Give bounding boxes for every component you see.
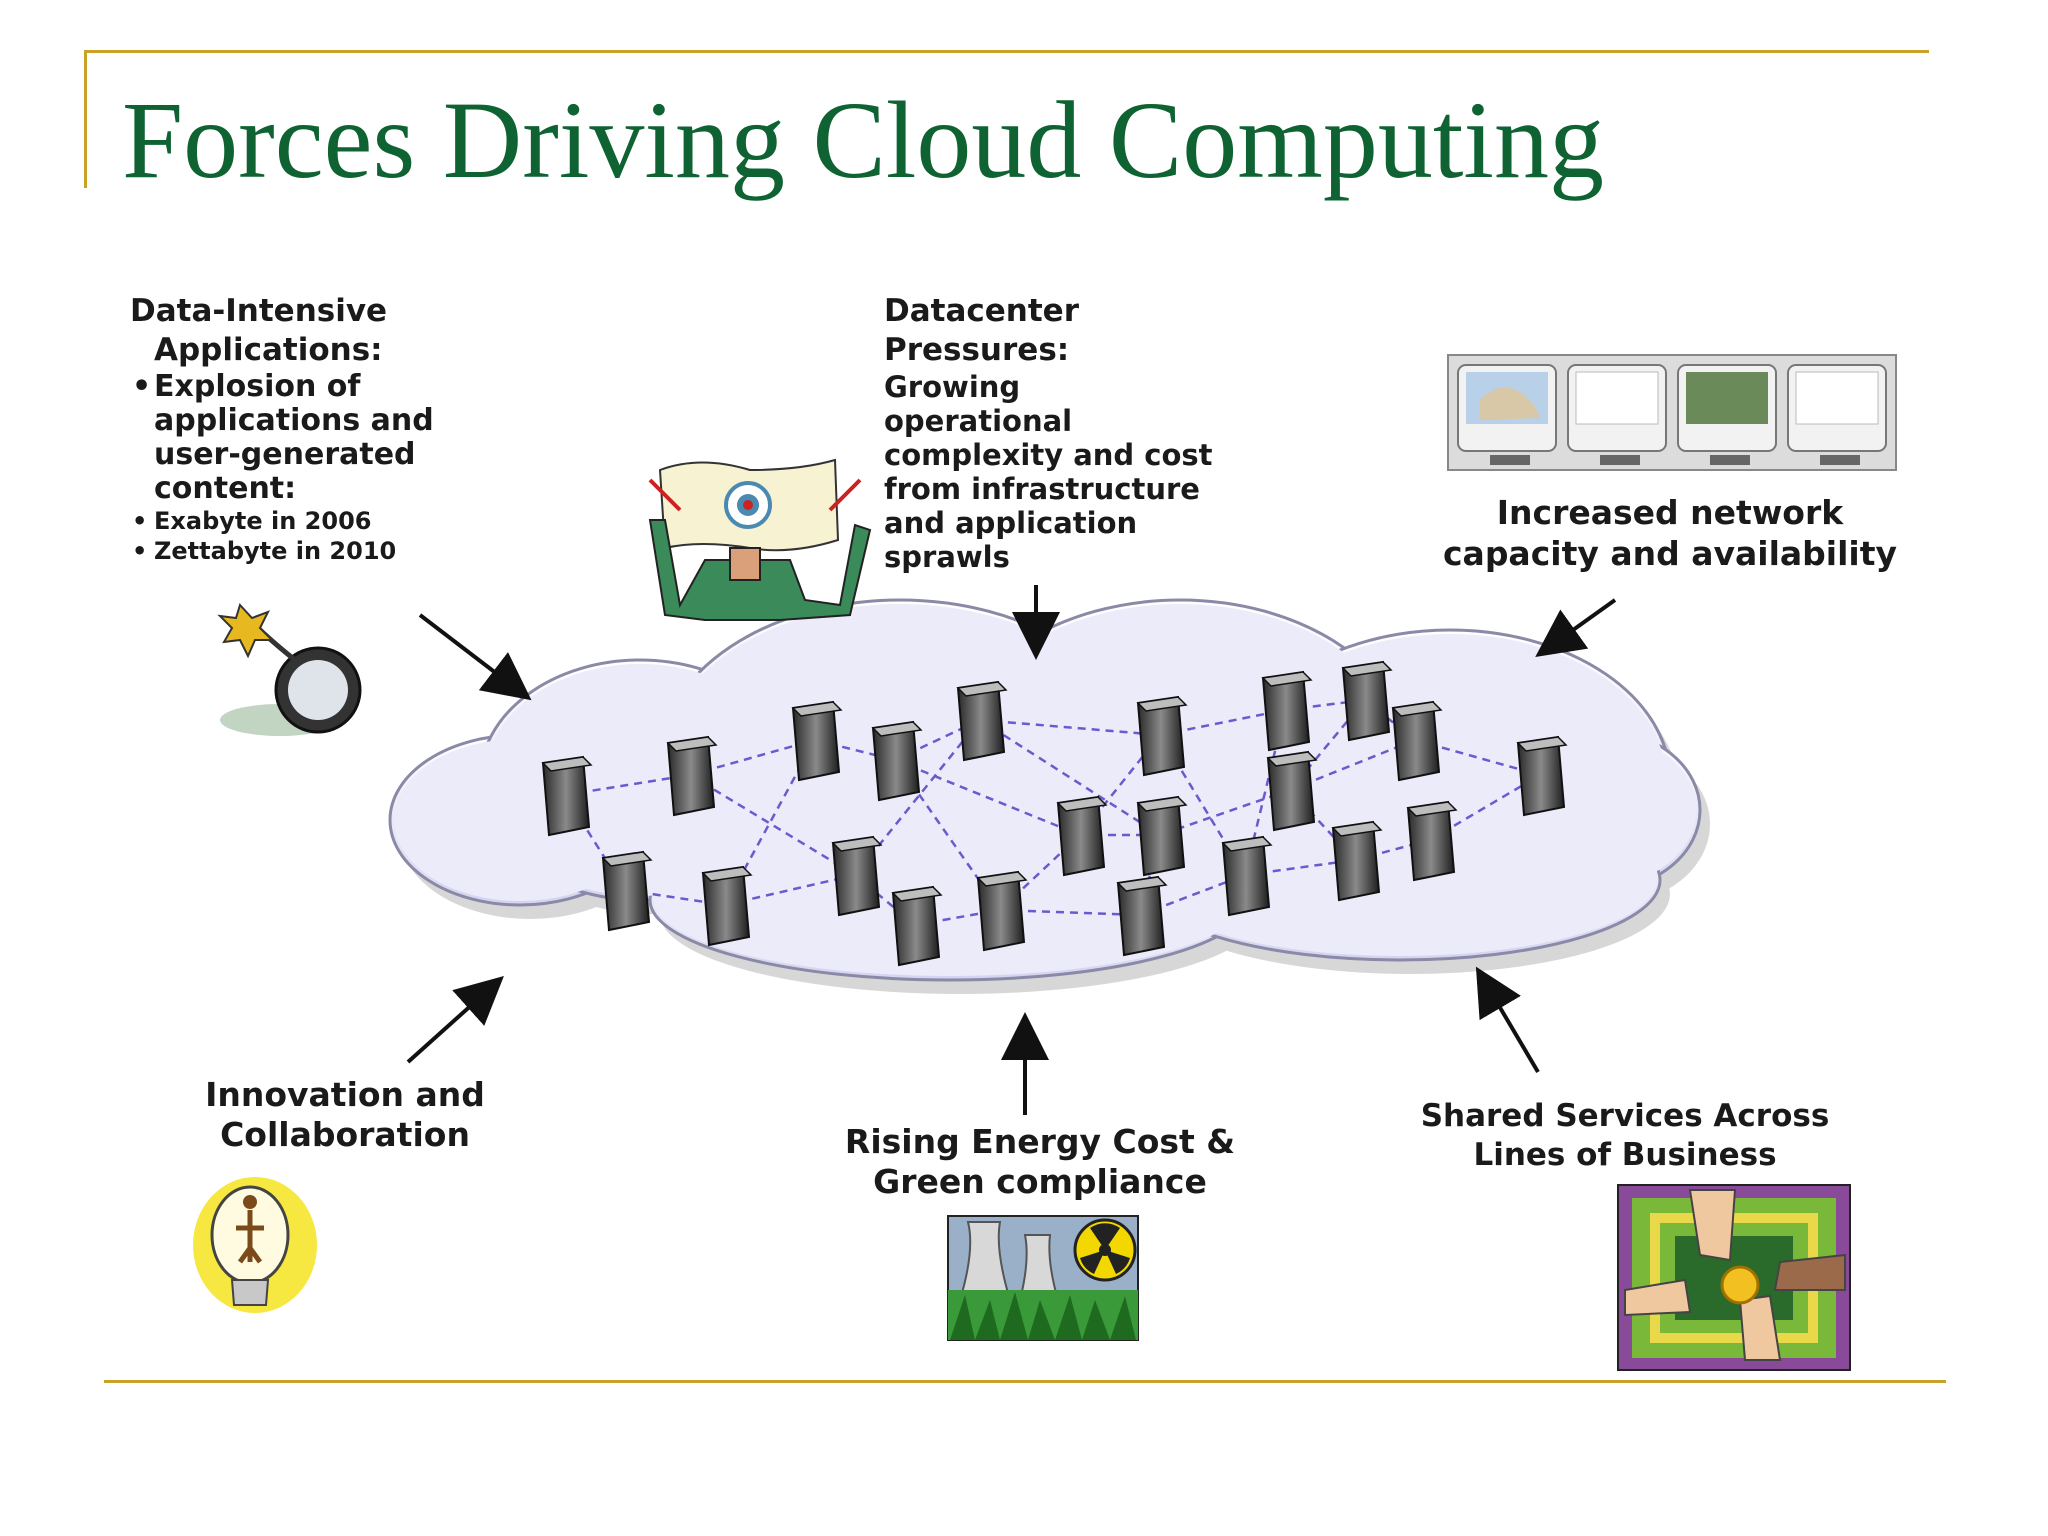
force-energy: Rising Energy Cost & Green compliance	[820, 1122, 1260, 1202]
server-icon	[666, 735, 718, 817]
force-shared-services: Shared Services Across Lines of Business	[1400, 1097, 1850, 1175]
arrow-innovation	[406, 975, 504, 1064]
data-intensive-heading-2: Applications:	[154, 332, 383, 368]
server-icon	[541, 755, 593, 837]
server-icon	[1266, 750, 1318, 832]
power-plant-icon	[947, 1215, 1139, 1341]
datacenter-line-4: from infrastructure	[884, 472, 1200, 506]
cloud-inner	[394, 604, 1696, 976]
datacenter-line-2: operational	[884, 404, 1073, 438]
lightbulb-icon	[193, 1177, 317, 1313]
bullet-line-1: Explosion of	[154, 369, 361, 404]
server-icon	[891, 885, 943, 967]
datacenter-line-6: sprawls	[884, 540, 1010, 574]
devices-icon	[1447, 354, 1897, 471]
network-line-1: Increased network	[1496, 493, 1844, 532]
datacenter-line-1: Growing	[884, 370, 1021, 404]
frame-bottom-rule	[104, 1380, 1946, 1383]
server-icon	[976, 870, 1028, 952]
server-icon	[1391, 700, 1443, 782]
innovation-line-2: Collaboration	[220, 1115, 470, 1154]
server-icon	[601, 850, 653, 932]
server-icon	[831, 835, 883, 917]
force-innovation: Innovation and Collaboration	[185, 1075, 505, 1155]
network-line-2: capacity and availability	[1442, 534, 1898, 573]
server-icon	[791, 700, 843, 782]
shared-line-1: Shared Services Across	[1420, 1098, 1830, 1134]
force-arrows	[406, 585, 1617, 1115]
frame-left-rule	[84, 50, 87, 188]
server-icon	[1261, 670, 1313, 752]
arrow-data-intensive	[418, 613, 532, 701]
server-icon	[1516, 735, 1568, 817]
data-intensive-sub-1: Exabyte in 2006	[130, 506, 550, 536]
servers	[541, 660, 1568, 967]
energy-line-1: Rising Energy Cost &	[844, 1122, 1236, 1161]
datacenter-line-3: complexity and cost	[884, 438, 1213, 472]
bullet-line-4: content:	[154, 471, 297, 506]
server-icon	[956, 680, 1008, 762]
datacenter-heading-1: Datacenter	[884, 293, 1079, 329]
server-icon	[1136, 795, 1188, 877]
server-icon	[1116, 875, 1168, 957]
shared-line-2: Lines of Business	[1473, 1137, 1777, 1173]
energy-line-2: Green compliance	[873, 1162, 1207, 1201]
datacenter-line-5: and application	[884, 506, 1138, 540]
bullet-line-3: user-generated	[154, 437, 416, 472]
slide-title: Forces Driving Cloud Computing	[122, 79, 1604, 201]
arrow-network	[1535, 598, 1617, 657]
stressed-person-icon	[648, 458, 872, 621]
innovation-line-1: Innovation and	[205, 1075, 485, 1114]
force-data-intensive: Data-Intensive Applications: Explosion o…	[130, 292, 550, 566]
server-icon	[1136, 695, 1188, 777]
server-icon	[1331, 820, 1383, 902]
bullet-line-2: applications and	[154, 403, 434, 438]
data-intensive-heading-1: Data-Intensive	[130, 293, 388, 329]
bomb-icon	[217, 603, 362, 736]
hands-icon	[1617, 1184, 1851, 1371]
server-icon	[871, 720, 923, 802]
server-icon	[1221, 835, 1273, 917]
server-icon	[1406, 800, 1458, 882]
data-intensive-list: Explosion of applications and user-gener…	[130, 370, 550, 567]
arrow-shared	[1475, 966, 1540, 1074]
server-icon	[1341, 660, 1393, 742]
frame-top-rule	[84, 50, 1929, 53]
datacenter-heading-2: Pressures:	[884, 332, 1070, 368]
data-intensive-sub-2: Zettabyte in 2010	[130, 536, 550, 566]
force-datacenter: Datacenter Pressures: Growing operationa…	[884, 292, 1304, 574]
force-network: Increased network capacity and availabil…	[1410, 492, 1930, 574]
server-icon	[701, 865, 753, 947]
server-icon	[1056, 795, 1108, 877]
data-intensive-bullet: Explosion of applications and user-gener…	[130, 370, 550, 506]
